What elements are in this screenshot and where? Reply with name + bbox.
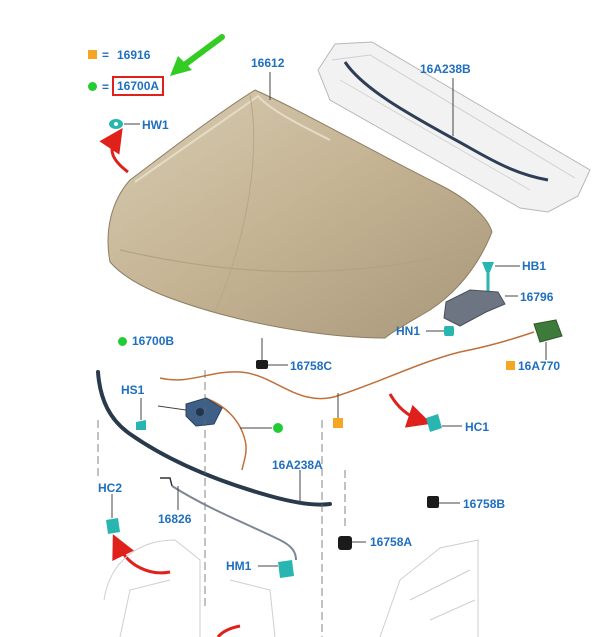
hood-panel: [107, 72, 493, 339]
label-bumper-c: 16758C: [290, 359, 333, 373]
pointer-arrow-icon: [170, 34, 225, 76]
label-bracket: 16796: [520, 290, 554, 304]
label-hw1: HW1: [142, 118, 169, 132]
label-hc1: HC1: [465, 420, 490, 434]
label-module: 16A770: [518, 359, 561, 373]
circle-marker-icon: [273, 423, 283, 433]
label-cowl-seal: 16A238B: [420, 62, 471, 76]
label-hood: 16612: [251, 56, 285, 70]
label-hm1: HM1: [226, 559, 252, 573]
legend-circle-icon: [88, 82, 97, 91]
release-cable: [159, 331, 535, 400]
callout-arrow-bottom: [216, 624, 241, 637]
latch-assembly: [157, 397, 223, 427]
bumper-16758c-icon: [256, 338, 288, 369]
clip-hm1-icon: [258, 560, 294, 578]
cowl-panel: [317, 41, 591, 213]
module-16a770: [533, 319, 563, 360]
label-bumper-b: 16758B: [463, 497, 506, 511]
bumper-16758a-icon: [338, 536, 366, 550]
module-marker-square-icon: [506, 361, 515, 370]
clip-hs1-icon: [136, 398, 146, 430]
bumper-16758b-icon: [427, 496, 460, 508]
clip-hn1-icon: [426, 326, 454, 336]
label-hc2: HC2: [98, 481, 123, 495]
label-cable-marker: 16700B: [132, 334, 175, 348]
label-hb1: HB1: [522, 259, 547, 273]
label-bumper-a: 16758A: [370, 535, 413, 549]
legend-equals-2: =: [102, 80, 110, 94]
front-seal-16a238a: [96, 370, 332, 507]
clip-hc2-icon: [106, 494, 120, 534]
label-rod: 16826: [158, 512, 192, 526]
lower-front-structure: [103, 539, 479, 637]
callout-arrow-hc2: [112, 534, 171, 575]
legend-square-label: 16916: [117, 48, 151, 62]
label-hn1: HN1: [396, 324, 421, 338]
legend-circle-label: 16700A: [112, 76, 165, 96]
callout-arrow-hc1: [388, 393, 432, 428]
square-marker-icon: [333, 418, 343, 428]
label-hs1: HS1: [121, 383, 145, 397]
prop-rod-16826: [160, 477, 297, 561]
bracket-16796: [443, 289, 518, 327]
callout-arrow-hw1: [99, 128, 129, 174]
alignment-lines: [97, 370, 346, 637]
legend-square-icon: [88, 50, 97, 59]
cable-marker-dot-icon: [118, 337, 127, 346]
clip-hw1-icon: [109, 119, 140, 129]
cable-branch: [204, 397, 247, 471]
clip-hc1-icon: [426, 414, 462, 432]
legend-equals-1: =: [102, 48, 110, 62]
label-front-seal: 16A238A: [272, 458, 323, 472]
